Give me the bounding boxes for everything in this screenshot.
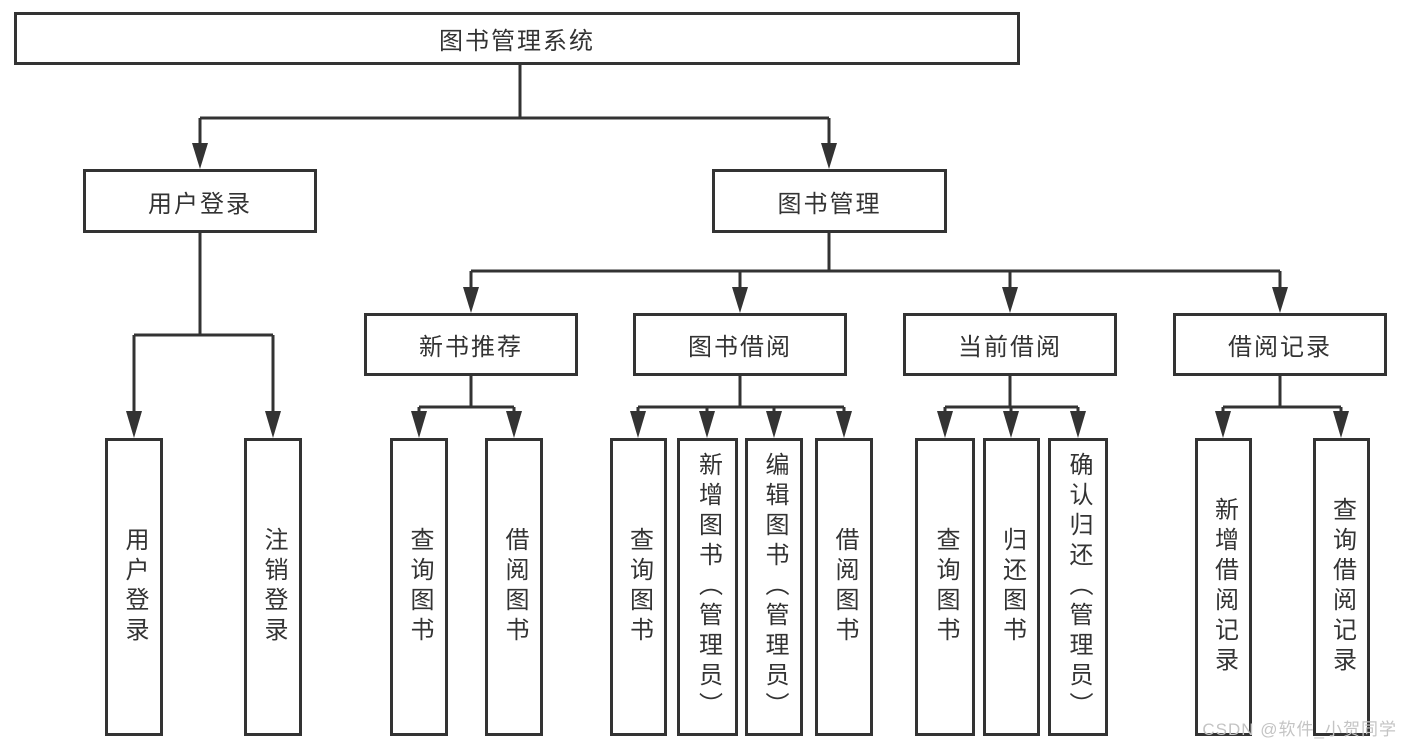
- node-book-management: 图书管理: [712, 169, 947, 233]
- leaf-borrow-books-borrowing-label: 借阅图书: [831, 527, 858, 647]
- node-new-book-recommend: 新书推荐: [364, 313, 578, 376]
- node-root: 图书管理系统: [14, 12, 1020, 65]
- leaf-query-books-recommend: 查询图书: [390, 438, 448, 736]
- leaf-add-borrow-record-label: 新增借阅记录: [1210, 497, 1238, 677]
- leaf-user-login-label: 用户登录: [121, 527, 148, 647]
- node-book-borrowing: 图书借阅: [633, 313, 847, 376]
- node-borrowing-records-label: 借阅记录: [1228, 334, 1332, 361]
- leaf-query-borrow-record: 查询借阅记录: [1313, 438, 1370, 736]
- node-root-label: 图书管理系统: [439, 28, 595, 55]
- leaf-borrow-books-recommend-label: 借阅图书: [501, 527, 528, 647]
- node-user-login-label: 用户登录: [148, 190, 252, 218]
- leaf-return-books-label: 归还图书: [998, 527, 1026, 647]
- leaf-logout-login-label: 注销登录: [260, 527, 287, 647]
- leaf-query-books-recommend-label: 查询图书: [406, 527, 433, 647]
- leaf-query-books-current-label: 查询图书: [932, 527, 959, 647]
- leaf-return-books: 归还图书: [983, 438, 1040, 736]
- leaf-borrow-books-recommend: 借阅图书: [485, 438, 543, 736]
- leaf-add-borrow-record: 新增借阅记录: [1195, 438, 1252, 736]
- node-current-borrowing: 当前借阅: [903, 313, 1117, 376]
- leaf-query-books-current: 查询图书: [915, 438, 975, 736]
- leaf-query-borrow-record-label: 查询借阅记录: [1328, 497, 1356, 677]
- leaf-user-login: 用户登录: [105, 438, 163, 736]
- leaf-query-books-borrowing-label: 查询图书: [625, 527, 653, 647]
- csdn-watermark: CSDN @软件_小贺同学: [1202, 720, 1397, 739]
- leaf-edit-books-admin: 编辑图书（管理员）: [745, 438, 803, 736]
- leaf-logout-login: 注销登录: [244, 438, 302, 736]
- node-user-login: 用户登录: [83, 169, 317, 233]
- leaf-query-books-borrowing: 查询图书: [610, 438, 667, 736]
- leaf-confirm-return-admin-label: 确认归还（管理员）: [1065, 452, 1092, 722]
- node-book-management-label: 图书管理: [777, 190, 882, 218]
- leaf-add-books-admin-label: 新增图书（管理员）: [694, 452, 722, 722]
- node-book-borrowing-label: 图书借阅: [688, 334, 792, 361]
- leaf-borrow-books-borrowing: 借阅图书: [815, 438, 873, 736]
- leaf-edit-books-admin-label: 编辑图书（管理员）: [761, 452, 788, 722]
- leaf-add-books-admin: 新增图书（管理员）: [677, 438, 738, 736]
- node-current-borrowing-label: 当前借阅: [958, 334, 1062, 361]
- node-new-book-recommend-label: 新书推荐: [419, 334, 523, 361]
- node-borrowing-records: 借阅记录: [1173, 313, 1387, 376]
- leaf-confirm-return-admin: 确认归还（管理员）: [1048, 438, 1108, 736]
